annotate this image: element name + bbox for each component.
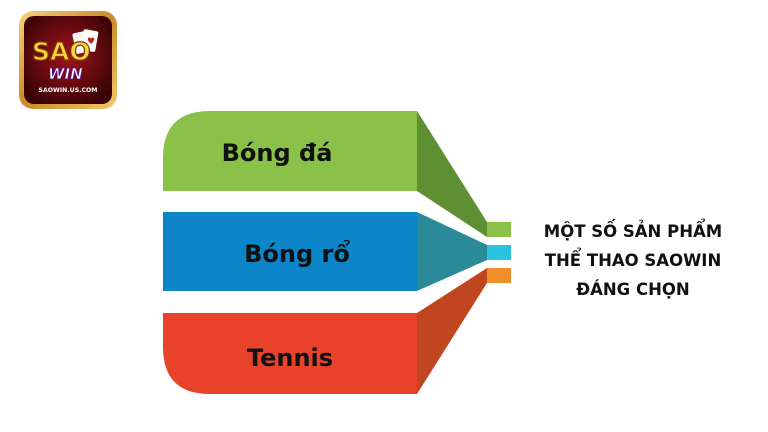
football-label: Bóng đá [222, 139, 333, 167]
football-funnel-arm [417, 111, 487, 237]
football-stripe [487, 222, 511, 237]
basketball-funnel-arm [417, 212, 487, 291]
basketball-stripe [487, 245, 511, 260]
funnel-item-football: Bóng đá [163, 111, 511, 237]
tennis-label: Tennis [247, 344, 333, 372]
caption-line-1: MỘT SỐ SẢN PHẨM [543, 222, 723, 241]
football-block [163, 111, 417, 191]
svg-text:♥: ♥ [87, 37, 95, 47]
tennis-funnel-arm [417, 268, 487, 394]
logo-wordmark-top: SAO [32, 37, 91, 66]
playing-cards-icon: ♥ [72, 29, 99, 54]
logo-site-text: SAOWIN.US.COM [39, 87, 98, 94]
funnel-item-tennis: Tennis [163, 268, 511, 394]
logo-wordmark-bottom: WIN [48, 65, 83, 83]
caption-line-2: THỂ THAO SAOWIN [544, 251, 722, 270]
basketball-block [163, 212, 417, 291]
tennis-block [163, 313, 417, 394]
funnel-item-basketball: Bóng rổ [163, 212, 511, 291]
basketball-label: Bóng rổ [244, 238, 350, 268]
tennis-stripe [487, 268, 511, 283]
saowin-logo: ♥ SAO WIN SAOWIN.US.COM [19, 11, 117, 109]
diagram-caption: MỘT SỐ SẢN PHẨM THỂ THAO SAOWIN ĐÁNG CHỌ… [508, 217, 758, 304]
caption-line-3: ĐÁNG CHỌN [576, 280, 690, 299]
